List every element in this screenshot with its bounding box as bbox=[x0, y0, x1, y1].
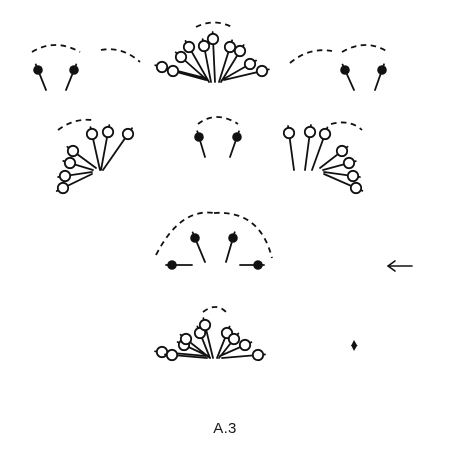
treble-stitch bbox=[63, 156, 77, 170]
chain-arc bbox=[31, 44, 81, 53]
treble-stitch bbox=[85, 127, 99, 141]
double-crochet-stitch bbox=[232, 132, 242, 142]
treble-stitch bbox=[223, 40, 237, 54]
treble-stitch bbox=[251, 348, 265, 362]
treble-stitch bbox=[101, 125, 115, 139]
treble-stitch bbox=[318, 127, 332, 141]
treble-stitch bbox=[243, 57, 257, 71]
treble-stitch bbox=[121, 127, 135, 141]
treble-stitch bbox=[197, 39, 211, 53]
double-crochet-stitch bbox=[69, 65, 79, 75]
double-crochet-stitch bbox=[190, 233, 200, 243]
treble-stitch bbox=[58, 169, 72, 183]
row-2 bbox=[55, 116, 364, 195]
treble-stitch bbox=[56, 181, 70, 195]
chart-caption: A.3 bbox=[213, 420, 237, 437]
double-crochet-stitch bbox=[194, 132, 204, 142]
treble-stitch bbox=[303, 125, 317, 139]
treble-stitch bbox=[346, 169, 360, 183]
chain-arc bbox=[213, 212, 273, 259]
treble-stitch bbox=[166, 64, 180, 78]
treble-stitch bbox=[174, 50, 188, 64]
chain-arc bbox=[289, 49, 333, 64]
treble-stitch bbox=[179, 332, 193, 346]
double-crochet-stitch bbox=[340, 65, 350, 75]
chain-arc bbox=[155, 211, 215, 256]
chain-arc bbox=[57, 118, 93, 131]
treble-stitch bbox=[342, 156, 356, 170]
double-crochet-stitch bbox=[377, 65, 387, 75]
treble-stitch bbox=[349, 181, 363, 195]
treble-stitch bbox=[255, 64, 269, 78]
treble-stitch bbox=[227, 332, 241, 346]
row-4 bbox=[154, 306, 266, 362]
treble-stitch bbox=[66, 144, 80, 158]
row-3 bbox=[155, 211, 273, 270]
treble-stitch bbox=[233, 44, 247, 58]
double-crochet-stitch bbox=[228, 233, 238, 243]
treble-stitch bbox=[182, 40, 196, 54]
treble-stitch bbox=[165, 348, 179, 362]
chain-arc bbox=[330, 121, 363, 131]
row-1 bbox=[31, 21, 389, 91]
chain-arc bbox=[197, 116, 239, 125]
double-crochet-stitch bbox=[33, 65, 43, 75]
chain-arc bbox=[195, 21, 233, 28]
treble-stitch bbox=[206, 32, 220, 46]
legend bbox=[351, 260, 413, 351]
treble-stitch bbox=[238, 338, 252, 352]
arrow-left-icon bbox=[387, 260, 413, 272]
chain-arc bbox=[341, 44, 389, 53]
chain-arc bbox=[100, 48, 141, 63]
treble-stitch bbox=[282, 126, 296, 140]
double-crochet-stitch bbox=[167, 260, 177, 270]
treble-stitch bbox=[335, 144, 349, 158]
chain-arc bbox=[202, 306, 227, 313]
treble-stitch bbox=[155, 60, 169, 74]
treble-stitch bbox=[198, 318, 212, 332]
treble-stitch bbox=[155, 345, 169, 359]
double-crochet-stitch bbox=[253, 260, 263, 270]
star-icon bbox=[351, 340, 358, 351]
